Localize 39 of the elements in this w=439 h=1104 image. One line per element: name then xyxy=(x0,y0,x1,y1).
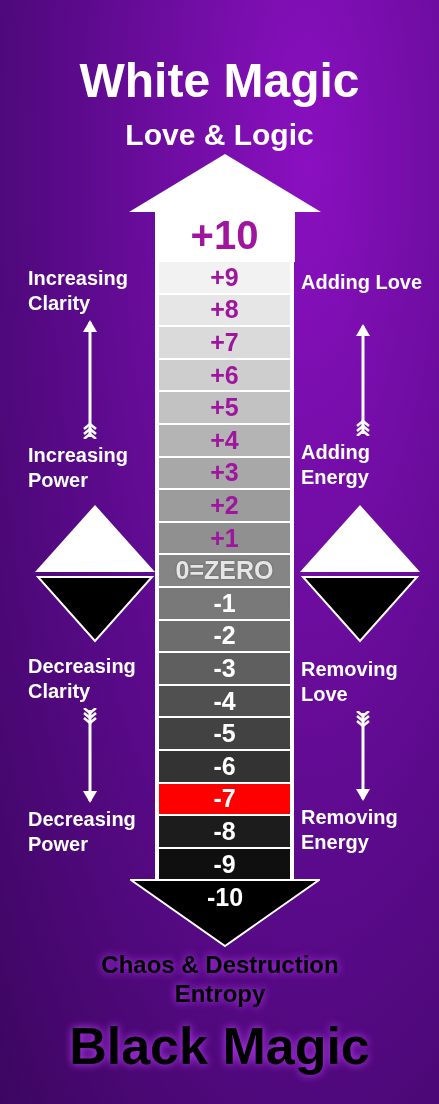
heading: White Magic xyxy=(78,53,361,109)
scale-band: -5 xyxy=(159,718,290,749)
caption-text: Adding Love xyxy=(301,270,425,295)
scale-value: +10 xyxy=(189,212,260,259)
arrow xyxy=(82,706,98,803)
heading: Black Magic xyxy=(68,1016,371,1077)
arrow xyxy=(355,324,371,438)
caption-text: Removing Energy xyxy=(301,805,425,855)
scale-band: +4 xyxy=(159,425,290,456)
scale-band: +1 xyxy=(159,522,290,554)
scale-band: +2 xyxy=(159,490,290,521)
scale-band: +6 xyxy=(159,359,290,391)
scale-band: 0=ZERO xyxy=(159,555,290,586)
caption-text: Adding Energy xyxy=(301,440,425,490)
subheading: Love & Logic xyxy=(124,117,315,153)
scale-band: -8 xyxy=(159,816,290,847)
scale-band: -2 xyxy=(159,620,290,652)
scale-value: -10 xyxy=(205,882,245,912)
scale-band: +8 xyxy=(159,294,290,326)
scale-band: -4 xyxy=(159,685,290,717)
scale-band: +7 xyxy=(159,327,290,358)
up-arrow-head xyxy=(129,154,321,262)
highlighted-scale-band: -7 xyxy=(159,783,290,815)
caption-text: Increasing Clarity xyxy=(28,266,152,316)
down-arrow-head xyxy=(130,879,320,947)
caption-text: Decreasing Power xyxy=(28,807,152,857)
scale-band: +3 xyxy=(159,457,290,489)
arrow xyxy=(355,709,371,801)
scale-band: +9 xyxy=(159,262,290,293)
subheading: Chaos & Destruction Entropy xyxy=(100,950,340,1008)
caption-text: Removing Love xyxy=(301,657,425,707)
scale-band: -6 xyxy=(159,751,290,782)
scale-band: -9 xyxy=(159,848,290,880)
scale-band: -1 xyxy=(159,588,290,619)
caption-text: Increasing Power xyxy=(28,443,152,493)
caption-text: Decreasing Clarity xyxy=(28,654,152,704)
scale-band: -3 xyxy=(159,653,290,684)
scale-band: +5 xyxy=(159,392,290,423)
arrow xyxy=(82,320,98,441)
